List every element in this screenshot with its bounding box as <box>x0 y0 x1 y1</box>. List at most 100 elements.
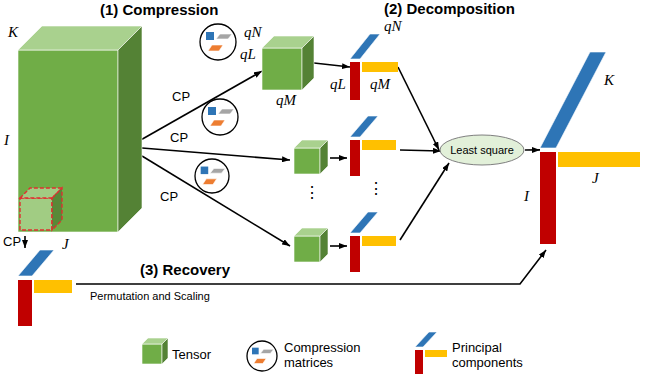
matrix-gray <box>260 349 273 353</box>
flow-arrow <box>525 149 540 151</box>
flow-arrow <box>330 157 347 159</box>
edge-label: CP <box>172 90 190 104</box>
dimension-label: K <box>8 24 18 40</box>
cp-label: CP <box>160 190 178 204</box>
principal-components <box>540 52 640 244</box>
legend-text: Principal components <box>452 340 534 370</box>
principal-components <box>18 250 72 326</box>
mode-factor-red <box>18 280 32 326</box>
cube-front <box>294 236 320 262</box>
mode-factor-yellow <box>558 152 640 167</box>
cube-side <box>320 228 328 262</box>
principal-components <box>350 34 398 100</box>
compression-matrices-icon <box>195 159 229 193</box>
section-title: (1) Compression <box>100 2 218 19</box>
mode-factor-yellow <box>362 140 396 150</box>
mode-factor-blue <box>350 212 378 233</box>
mode-factor-yellow <box>362 62 398 72</box>
legend-icons <box>142 332 447 374</box>
ellipsis-dots: ⋮ <box>368 180 384 198</box>
matrix-blue <box>201 167 209 175</box>
section-title: (3) Recovery <box>140 262 230 279</box>
to-least-square-arrow <box>400 163 449 240</box>
legend-swatch <box>142 344 162 364</box>
mode-factor-blue <box>415 332 437 347</box>
cube-front <box>18 50 118 232</box>
flow-arrow <box>142 71 262 139</box>
principal-components <box>350 116 396 176</box>
icon-circle <box>200 24 236 60</box>
node-label: Least square <box>450 144 514 156</box>
sub-tensor: qNqLqM <box>262 36 314 90</box>
sub-factors: qNqLqM <box>350 34 398 100</box>
least-square-ellipse: Least square <box>439 134 525 166</box>
matrix-blue <box>206 32 214 40</box>
matrix-gray <box>218 109 234 114</box>
mode-factor-red <box>350 62 360 100</box>
graphic-part <box>18 26 142 232</box>
icon-circle <box>195 159 229 193</box>
node-outline <box>262 36 314 90</box>
cp-label: CP <box>170 131 188 145</box>
principal-components <box>350 212 396 272</box>
compression-matrices-icon <box>247 341 277 371</box>
note-text: Permutation and Scaling <box>90 290 210 302</box>
mode-factor-blue <box>18 250 54 276</box>
cp-label: CP <box>3 235 21 249</box>
mode-factor-red <box>350 236 360 272</box>
mode-factor-yellow <box>425 350 447 357</box>
tensor-cube <box>18 26 142 232</box>
matrix-orange <box>254 359 266 364</box>
mode-factor-red <box>350 140 360 176</box>
icon-circle <box>202 99 238 135</box>
mode-factor-yellow <box>34 280 72 293</box>
mode-factor-red <box>415 350 423 374</box>
graphic-part <box>540 52 640 244</box>
graphic-part <box>350 34 398 100</box>
matrix-gray <box>216 34 232 39</box>
big-tensor: KIJ <box>18 26 142 232</box>
legend-text: Compression matrices <box>284 340 366 370</box>
graphic-part <box>262 36 314 90</box>
node-outline <box>540 52 640 244</box>
dimension-label: I <box>4 132 9 148</box>
dimension-label: qM <box>276 92 296 108</box>
dimension-label: qN <box>384 18 402 34</box>
cube-side <box>162 338 168 364</box>
cube-side <box>118 26 142 232</box>
cube-side <box>320 140 328 174</box>
tensor-cube <box>142 338 168 364</box>
dimension-label: J <box>592 170 599 186</box>
cube-front <box>262 48 302 90</box>
compression-matrices-icon <box>202 99 238 135</box>
icon-circle <box>247 341 277 371</box>
cp-arrow <box>142 156 290 246</box>
dimension-label: K <box>604 72 614 88</box>
matrix-blue <box>252 348 259 355</box>
compression-matrices-icon <box>200 24 236 60</box>
flow-arrow <box>314 63 350 67</box>
tensor-cube <box>20 188 62 230</box>
dimension-label: qL <box>330 76 346 92</box>
section-title: (2) Decomposition <box>384 1 515 18</box>
dimension-label: qN <box>244 24 262 40</box>
dimension-label: qM <box>370 76 390 92</box>
cube-side <box>52 188 62 230</box>
cp-arrow <box>24 236 26 248</box>
node-outline <box>18 26 142 232</box>
mode-factor-red <box>540 152 556 244</box>
ellipse-outline <box>440 135 524 165</box>
dimension-label: J <box>62 236 69 252</box>
cube-front <box>294 148 320 174</box>
mode-factor-yellow <box>362 236 396 246</box>
principal-components <box>415 332 447 374</box>
tensor-cube <box>294 228 328 262</box>
tensor-cube <box>294 140 328 174</box>
matrix-orange <box>203 179 217 185</box>
matrix-gray <box>210 168 225 173</box>
mode-factor-blue <box>350 116 378 137</box>
flow-arrow <box>330 245 347 247</box>
flow-arrow <box>398 67 439 150</box>
tensor-cube <box>262 36 314 90</box>
